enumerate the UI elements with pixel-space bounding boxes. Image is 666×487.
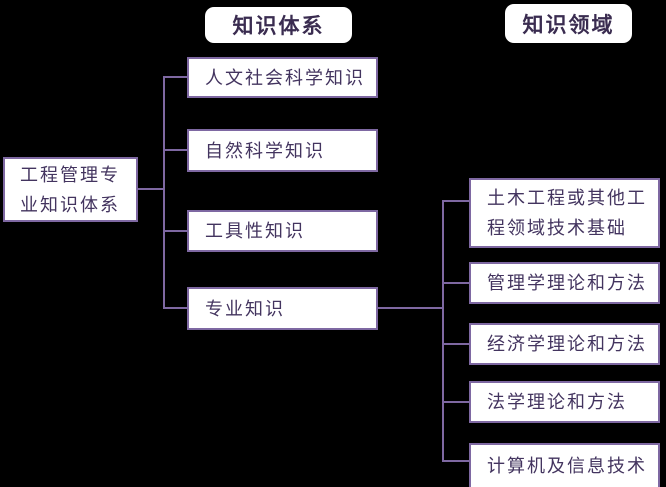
connector-root-to-left-trunk bbox=[138, 188, 164, 190]
header-knowledge-system: 知识体系 bbox=[205, 7, 352, 43]
left-trunk-line bbox=[163, 76, 165, 309]
node-computer-info-tech: 计算机及信息技术 bbox=[469, 443, 660, 487]
node-engineering-management-knowledge-system: 工程管理专业知识体系 bbox=[3, 157, 138, 222]
right-trunk-line bbox=[442, 200, 444, 462]
node-law-theory: 法学理论和方法 bbox=[469, 381, 660, 423]
branch-professional-line bbox=[163, 307, 187, 309]
header-knowledge-domain: 知识领域 bbox=[505, 4, 632, 43]
connector-professional-to-right-trunk bbox=[377, 307, 444, 309]
branch-law-line bbox=[442, 401, 470, 403]
branch-computer-line bbox=[442, 460, 470, 462]
node-humanities-social-science: 人文社会科学知识 bbox=[187, 57, 378, 98]
branch-economics-line bbox=[442, 343, 470, 345]
branch-humanities-line bbox=[163, 76, 187, 78]
branch-natural-science-line bbox=[163, 149, 187, 151]
branch-civil-engineering-line bbox=[442, 200, 470, 202]
branch-instrumental-line bbox=[163, 230, 187, 232]
node-economics-theory: 经济学理论和方法 bbox=[469, 323, 660, 365]
node-natural-science: 自然科学知识 bbox=[187, 129, 378, 172]
node-instrumental-knowledge: 工具性知识 bbox=[187, 210, 378, 252]
branch-management-line bbox=[442, 282, 470, 284]
node-civil-engineering-tech-foundation: 土木工程或其他工程领域技术基础 bbox=[469, 178, 660, 248]
node-professional-knowledge: 专业知识 bbox=[187, 287, 378, 330]
node-management-theory: 管理学理论和方法 bbox=[469, 262, 660, 304]
